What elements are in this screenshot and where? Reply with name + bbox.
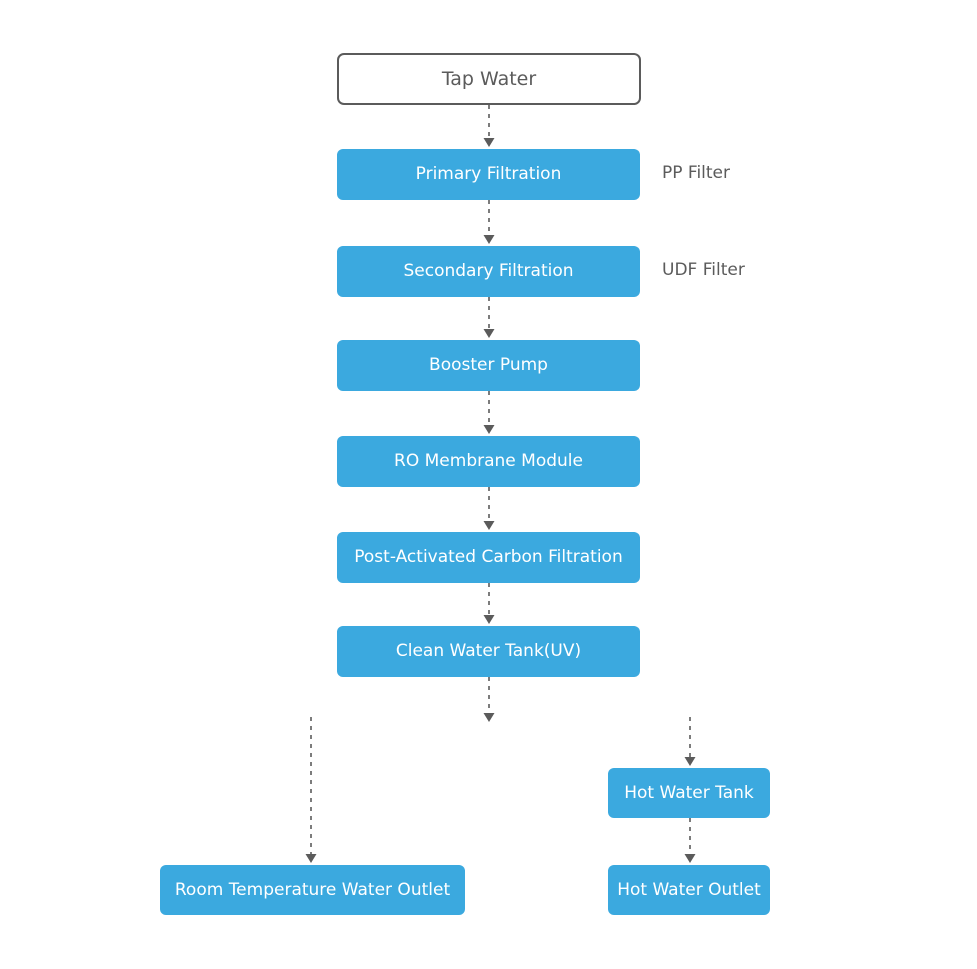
node-booster[interactable]: Booster Pump — [337, 340, 640, 391]
node-ro_membrane[interactable]: RO Membrane Module — [337, 436, 640, 487]
arrowhead-icon — [483, 425, 495, 434]
edge-primary-to-secondary — [483, 200, 495, 244]
edge-branch-to-roomoutlet — [305, 717, 317, 863]
node-clean_tank[interactable]: Clean Water Tank(UV) — [337, 626, 640, 677]
arrowhead-icon — [483, 713, 495, 722]
node-label: Secondary Filtration — [403, 261, 574, 282]
edge-cleantank-outflow — [483, 677, 495, 722]
node-label: Room Temperature Water Outlet — [174, 879, 451, 900]
node-label: Tap Water — [441, 67, 537, 90]
edge-branch-to-hottank — [684, 717, 696, 766]
arrowhead-icon — [305, 854, 317, 863]
side-label-pp_filter: PP Filter — [662, 163, 731, 183]
arrowhead-icon — [483, 138, 495, 147]
edge-tap-to-primary — [483, 105, 495, 147]
arrowhead-icon — [483, 235, 495, 244]
node-label: Hot Water Outlet — [617, 879, 761, 900]
edge-hottank-to-hotoutlet — [684, 818, 696, 863]
arrowhead-icon — [684, 854, 696, 863]
edge-secondary-to-booster — [483, 297, 495, 338]
node-label: Primary Filtration — [415, 164, 562, 185]
node-room_outlet[interactable]: Room Temperature Water Outlet — [160, 865, 465, 915]
node-hot_outlet[interactable]: Hot Water Outlet — [608, 865, 770, 915]
edge-ro-to-carbon — [483, 487, 495, 530]
edge-booster-to-ro — [483, 391, 495, 434]
node-label: Post-Activated Carbon Filtration — [354, 547, 623, 568]
node-label: Hot Water Tank — [624, 782, 754, 803]
node-secondary[interactable]: Secondary Filtration — [337, 246, 640, 297]
node-post_carbon[interactable]: Post-Activated Carbon Filtration — [337, 532, 640, 583]
side-label-udf_filter: UDF Filter — [662, 260, 745, 280]
node-label: RO Membrane Module — [394, 451, 583, 472]
arrowhead-icon — [483, 615, 495, 624]
node-primary[interactable]: Primary Filtration — [337, 149, 640, 200]
node-hot_tank[interactable]: Hot Water Tank — [608, 768, 770, 818]
node-label: Clean Water Tank(UV) — [395, 641, 582, 662]
arrowhead-icon — [684, 757, 696, 766]
arrowhead-icon — [483, 329, 495, 338]
arrowhead-icon — [483, 521, 495, 530]
edge-carbon-to-cleantank — [483, 583, 495, 624]
node-tap_water[interactable]: Tap Water — [337, 53, 641, 105]
node-label: Booster Pump — [429, 355, 548, 376]
